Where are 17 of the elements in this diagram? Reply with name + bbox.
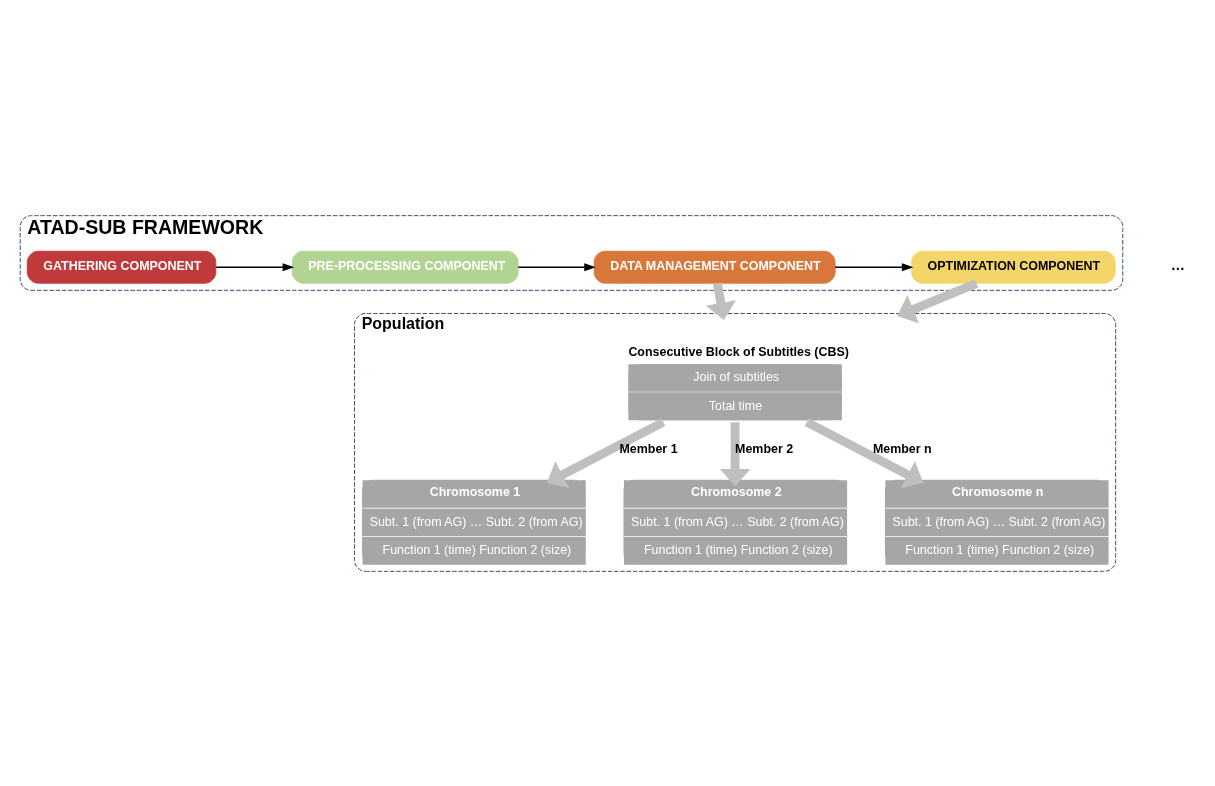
- arrow: [897, 278, 979, 323]
- node-box: OPTIMIZATION COMPONENT: [911, 250, 1116, 284]
- arrow: [804, 417, 924, 488]
- arrow: [705, 282, 736, 320]
- arrow: [546, 417, 666, 488]
- arrow: [719, 421, 751, 486]
- edge-label: Member 1: [619, 441, 678, 456]
- label: …: [1170, 256, 1185, 273]
- node-box: GATHERING COMPONENT: [26, 250, 217, 284]
- node-box: DATA MANAGEMENT COMPONENT: [593, 250, 836, 284]
- arrow: [517, 262, 596, 271]
- edge-label: Member 2: [735, 441, 794, 456]
- edge-label: Member n: [872, 441, 932, 456]
- arrow: [215, 262, 295, 271]
- node-label: Consecutive Block of Subtitles (CBS): [628, 344, 849, 359]
- node-box: PRE-PROCESSING COMPONENT: [291, 250, 519, 284]
- arrow: [834, 262, 914, 271]
